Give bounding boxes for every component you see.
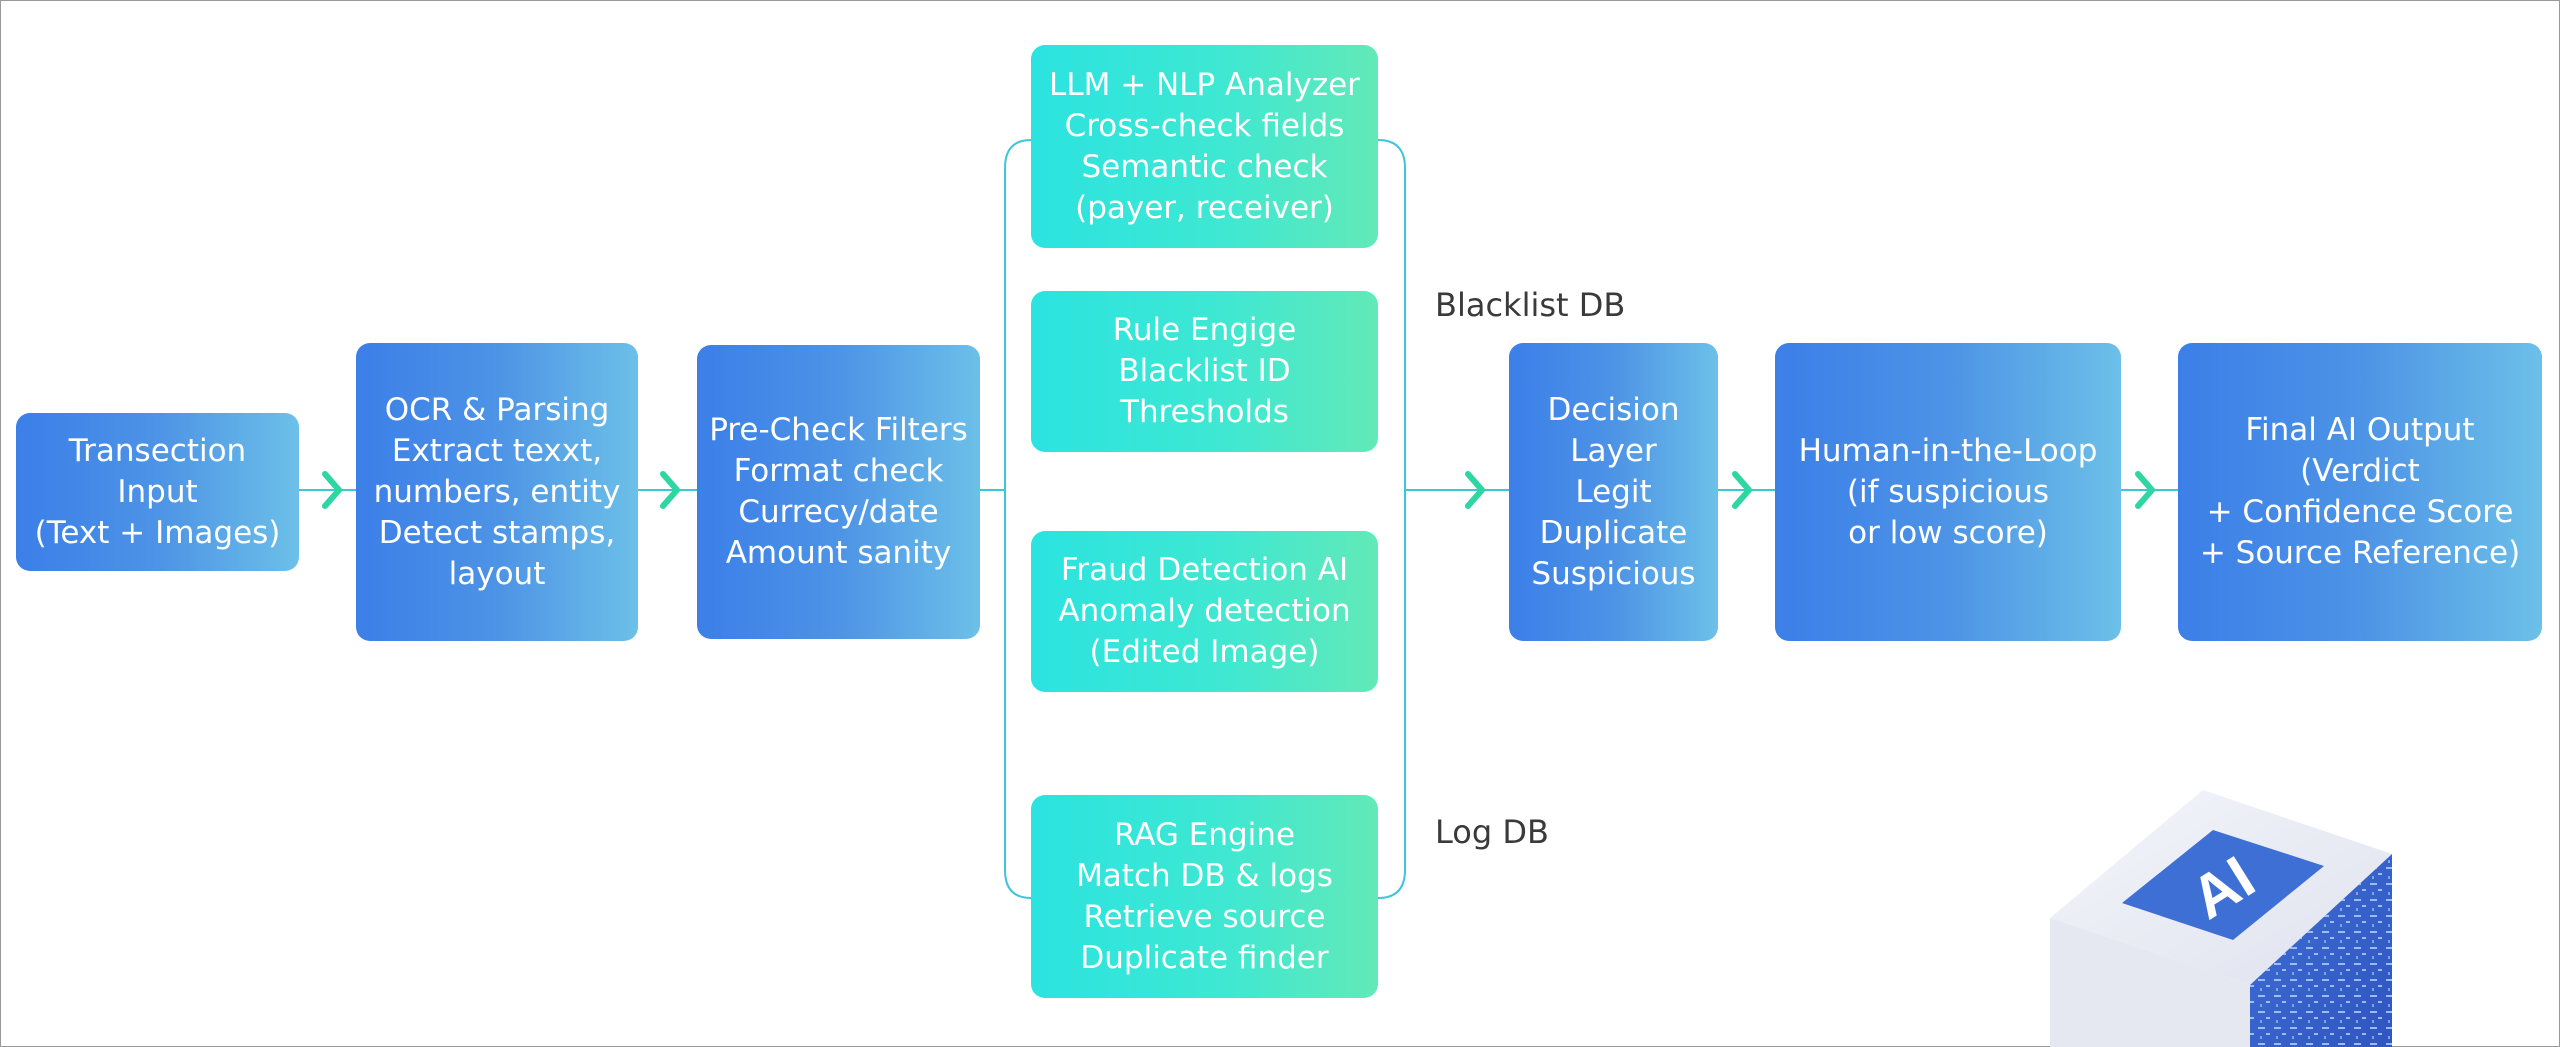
node-text-line: Currecy/date	[738, 494, 939, 530]
arrow-to-decision	[1465, 471, 1485, 509]
node-text-line: Duplicate	[1539, 514, 1688, 551]
node-text-line: (if suspicious	[1846, 473, 2050, 510]
node-text-line: or low score)	[1848, 514, 2048, 551]
node-final-ai-output: Final AI Output (Verdict + Confidence Scor…	[2178, 343, 2542, 641]
node-text-line: RAG Engine	[1113, 816, 1296, 853]
label-blacklist-db: Blacklist DB	[1435, 286, 1626, 324]
arrow-to-output	[2135, 471, 2155, 509]
node-text-line: (Edited Image)	[1089, 634, 1320, 670]
node-text-line: Blacklist ID	[1118, 353, 1291, 389]
node-text-line: Semantic check	[1081, 148, 1328, 185]
ai-cube-icon: AI	[2050, 790, 2392, 1047]
node-text-line: Duplicate finder	[1080, 939, 1329, 976]
node-text-line: + Source Reference)	[2199, 535, 2521, 571]
label-log-db: Log DB	[1435, 813, 1549, 851]
arrow-to-human	[1732, 471, 1752, 509]
node-text-line: (payer, receiver)	[1075, 189, 1334, 226]
node-text-line: Retrieve source	[1083, 898, 1326, 935]
cube-right-circuit	[2250, 854, 2392, 1047]
node-text-line: (Verdict	[2300, 453, 2420, 489]
cube-left-face	[2050, 918, 2250, 1047]
node-text-line: Anomaly detection	[1058, 593, 1351, 629]
node-text-line: layout	[448, 555, 546, 592]
node-text-line: Detect stamps,	[378, 514, 616, 551]
node-text-line: Suspicious	[1531, 555, 1696, 592]
node-fraud-detection: Fraud Detection AI Anomaly detection (Edit…	[1031, 531, 1378, 692]
node-text-line: Extract texxt,	[391, 432, 603, 469]
node-text-line: Transection	[68, 432, 247, 469]
node-text-line: Human-in-the-Loop	[1798, 432, 2098, 469]
arrow-to-precheck	[660, 471, 680, 509]
node-text-line: Final AI Output	[2245, 412, 2475, 448]
node-text-line: Amount sanity	[725, 535, 952, 571]
node-text-line: Layer	[1570, 432, 1657, 469]
node-text-line: Fraud Detection AI	[1060, 552, 1349, 588]
node-text-line: Cross-check fields	[1064, 107, 1345, 144]
node-text-line: Pre-Check Filters	[709, 412, 968, 448]
node-human-in-the-loop: Human-in-the-Loop (if suspicious or low sc…	[1775, 343, 2121, 641]
node-text-line: (Text + Images)	[34, 514, 281, 551]
arrow-to-ocr	[322, 471, 342, 509]
node-text-line: Input	[117, 473, 198, 510]
node-text-line: LLM + NLP Analyzer	[1049, 66, 1360, 103]
node-text-line: Thresholds	[1120, 394, 1289, 430]
branch-bracket-left	[1004, 139, 1032, 899]
node-text-line: Decision	[1547, 391, 1680, 428]
node-text-line: Format check	[733, 453, 944, 489]
node-text-line: OCR & Parsing	[384, 391, 610, 428]
cube-top-badge	[2122, 830, 2324, 940]
node-text-line: Rule Engige	[1112, 312, 1297, 348]
branch-bracket-right	[1377, 139, 1406, 899]
node-text-line: numbers, entity	[373, 473, 621, 510]
node-text-line: Match DB & logs	[1076, 857, 1333, 894]
node-text-line: + Confidence Score	[2206, 494, 2514, 530]
node-text-line: Legit	[1575, 473, 1652, 510]
